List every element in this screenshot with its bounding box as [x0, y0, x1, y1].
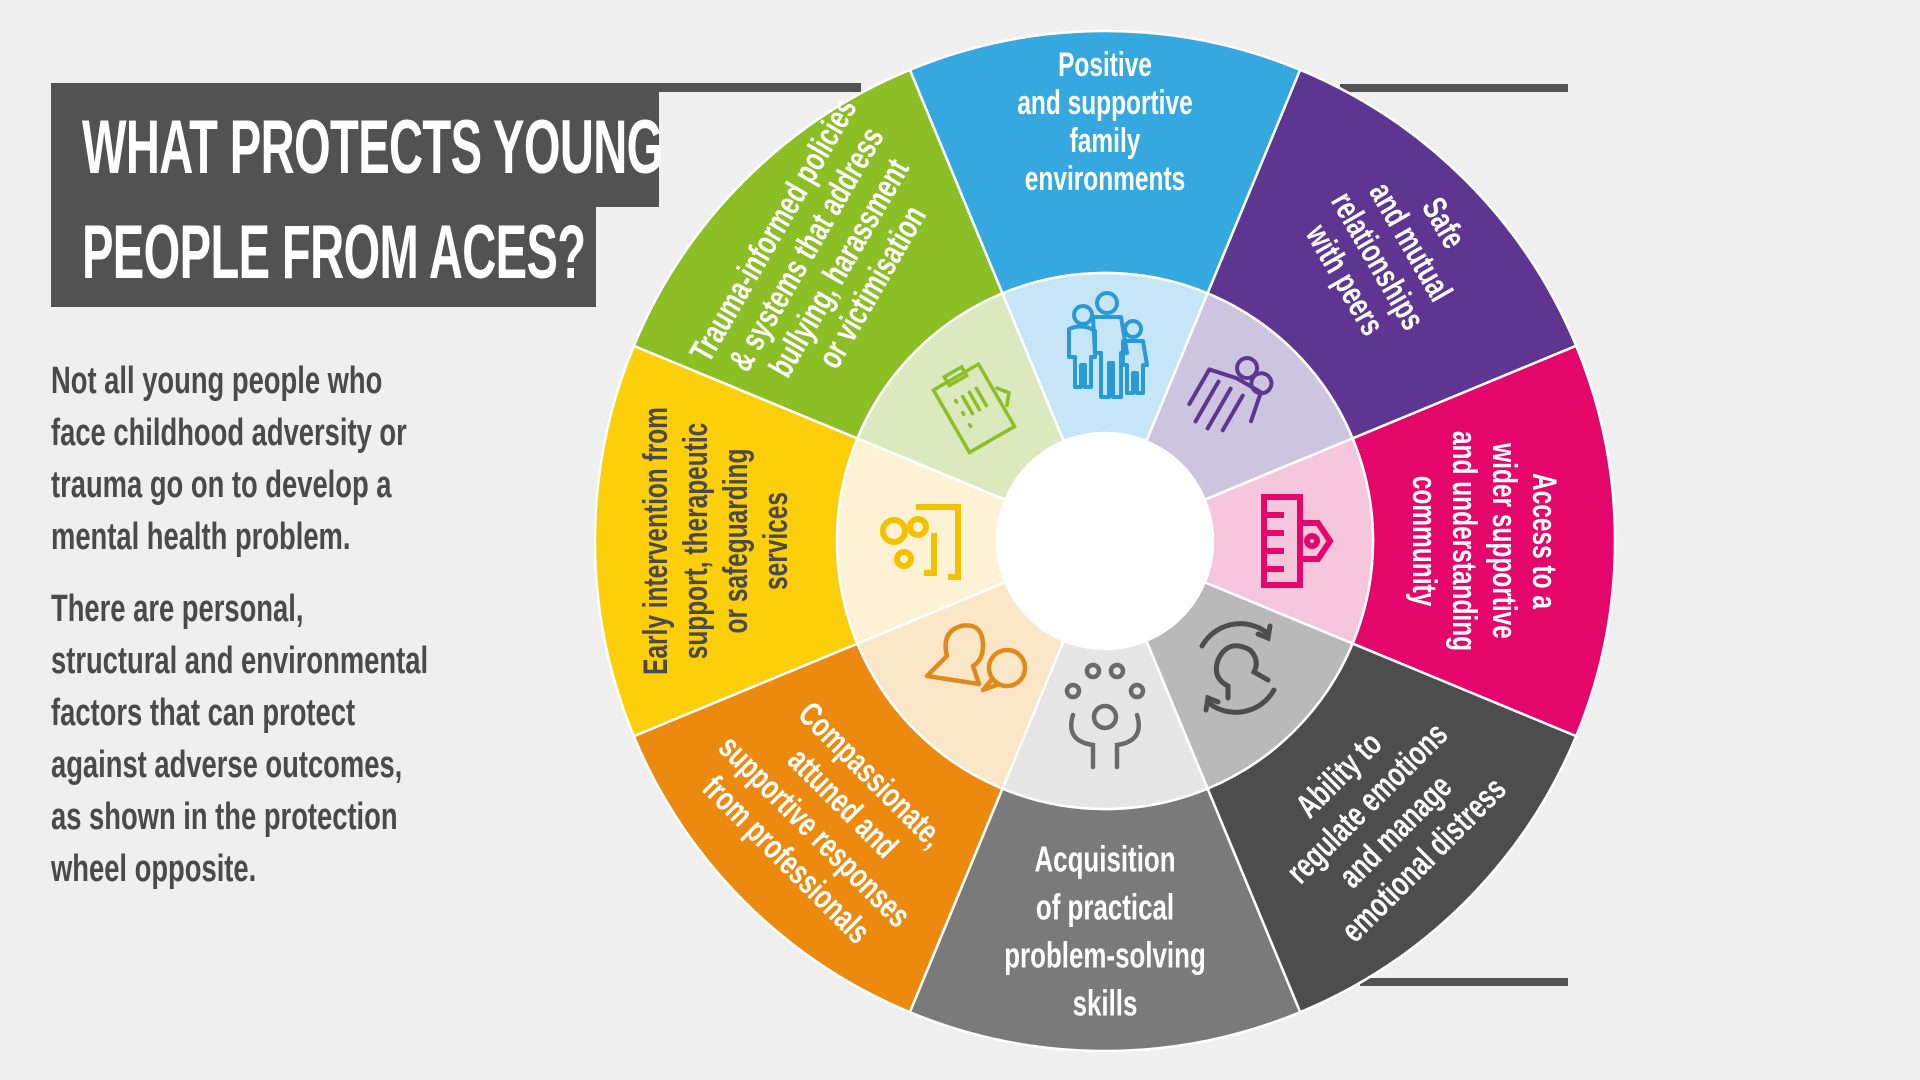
segment-label-line: problem-solving [1004, 935, 1206, 975]
clipboard-checklist-icon [931, 361, 1017, 455]
intro-line: Not all young people who [51, 360, 383, 402]
segment-label-line: Positive [1058, 46, 1152, 84]
segment-label-line: family [1070, 122, 1141, 160]
friends-embrace-icon [1187, 356, 1274, 433]
title-box-top [51, 83, 659, 207]
intro-paragraph-1: Not all young people who face childhood … [51, 355, 512, 563]
segment-label-line: and supportive [1017, 84, 1192, 122]
intro-line: face childhood adversity or [51, 412, 407, 454]
intro-line: There are personal, [51, 588, 304, 630]
community-building-icon [1261, 494, 1334, 588]
wheel-hub [997, 433, 1213, 649]
page-title-line-1: WHAT PROTECTS YOUNG [82, 105, 663, 190]
family-icon [1067, 291, 1149, 399]
juggling-person-icon [1064, 662, 1146, 770]
intro-line: wheel opposite. [51, 848, 257, 890]
segment-label-line: Access to a [1525, 473, 1563, 609]
segment-label-line: community [1405, 476, 1443, 607]
intro-line: mental health problem. [51, 516, 351, 558]
title-box-bottom [51, 205, 596, 307]
intro-line: against adverse outcomes, [51, 744, 403, 786]
top-right-rule [1340, 84, 1568, 92]
segment-label-line: Acquisition [1034, 839, 1175, 879]
segment-label-line: of practical [1036, 887, 1174, 927]
inner-ring [835, 271, 1375, 811]
segment-label-problem-solving: Acquisition of practical problem-solving sk… [1004, 839, 1206, 1023]
segment-label-line: services [757, 492, 795, 590]
intro-line: structural and environmental [51, 640, 429, 682]
segment-label-line: support, therapeutic [677, 423, 715, 660]
intro-paragraph-2: There are personal, structural and envir… [51, 583, 512, 895]
head-cycle-icon [1199, 621, 1277, 715]
bottom-right-rule [1360, 978, 1568, 986]
outer-ring [593, 29, 1617, 1053]
support-group-icon [880, 504, 961, 580]
segment-label-line: skills [1073, 983, 1138, 1023]
segment-label-line: or safeguarding [717, 449, 755, 634]
segment-label-line: Early intervention from [637, 407, 675, 675]
segment-label-line: and understanding [1445, 431, 1483, 651]
intro-line: as shown in the protection [51, 796, 398, 838]
segment-label-line: wider supportive [1485, 442, 1523, 639]
intro-line: trauma go on to develop a [51, 464, 392, 506]
page-title-line-2: PEOPLE FROM ACES? [82, 210, 586, 295]
segment-label-line: environments [1025, 160, 1185, 198]
intro-line: factors that can protect [51, 692, 356, 734]
person-speech-bubble-icon [924, 623, 1028, 693]
